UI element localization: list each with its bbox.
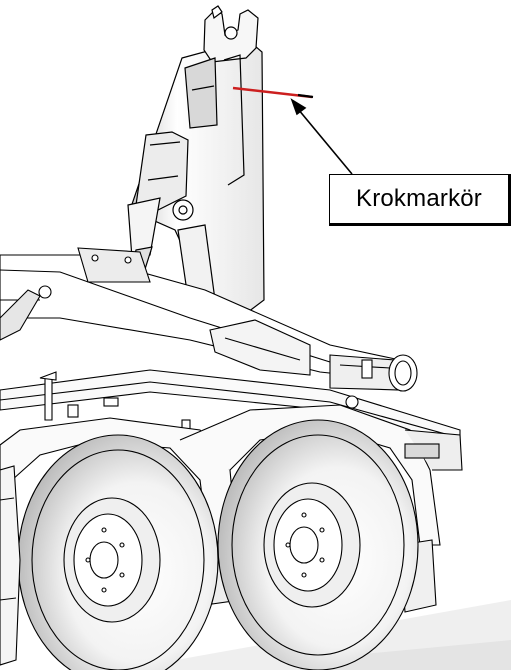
callout-label: Krokmarkör: [355, 185, 483, 212]
hook-marker: [232, 86, 314, 99]
hook-arm: [127, 5, 265, 319]
leader-arrow: [290, 98, 353, 175]
callout-box: Krokmarkör: [329, 174, 511, 226]
truck-body-edge: [0, 465, 21, 666]
front-wheel: [17, 434, 219, 670]
rear-wheel: [217, 419, 419, 670]
